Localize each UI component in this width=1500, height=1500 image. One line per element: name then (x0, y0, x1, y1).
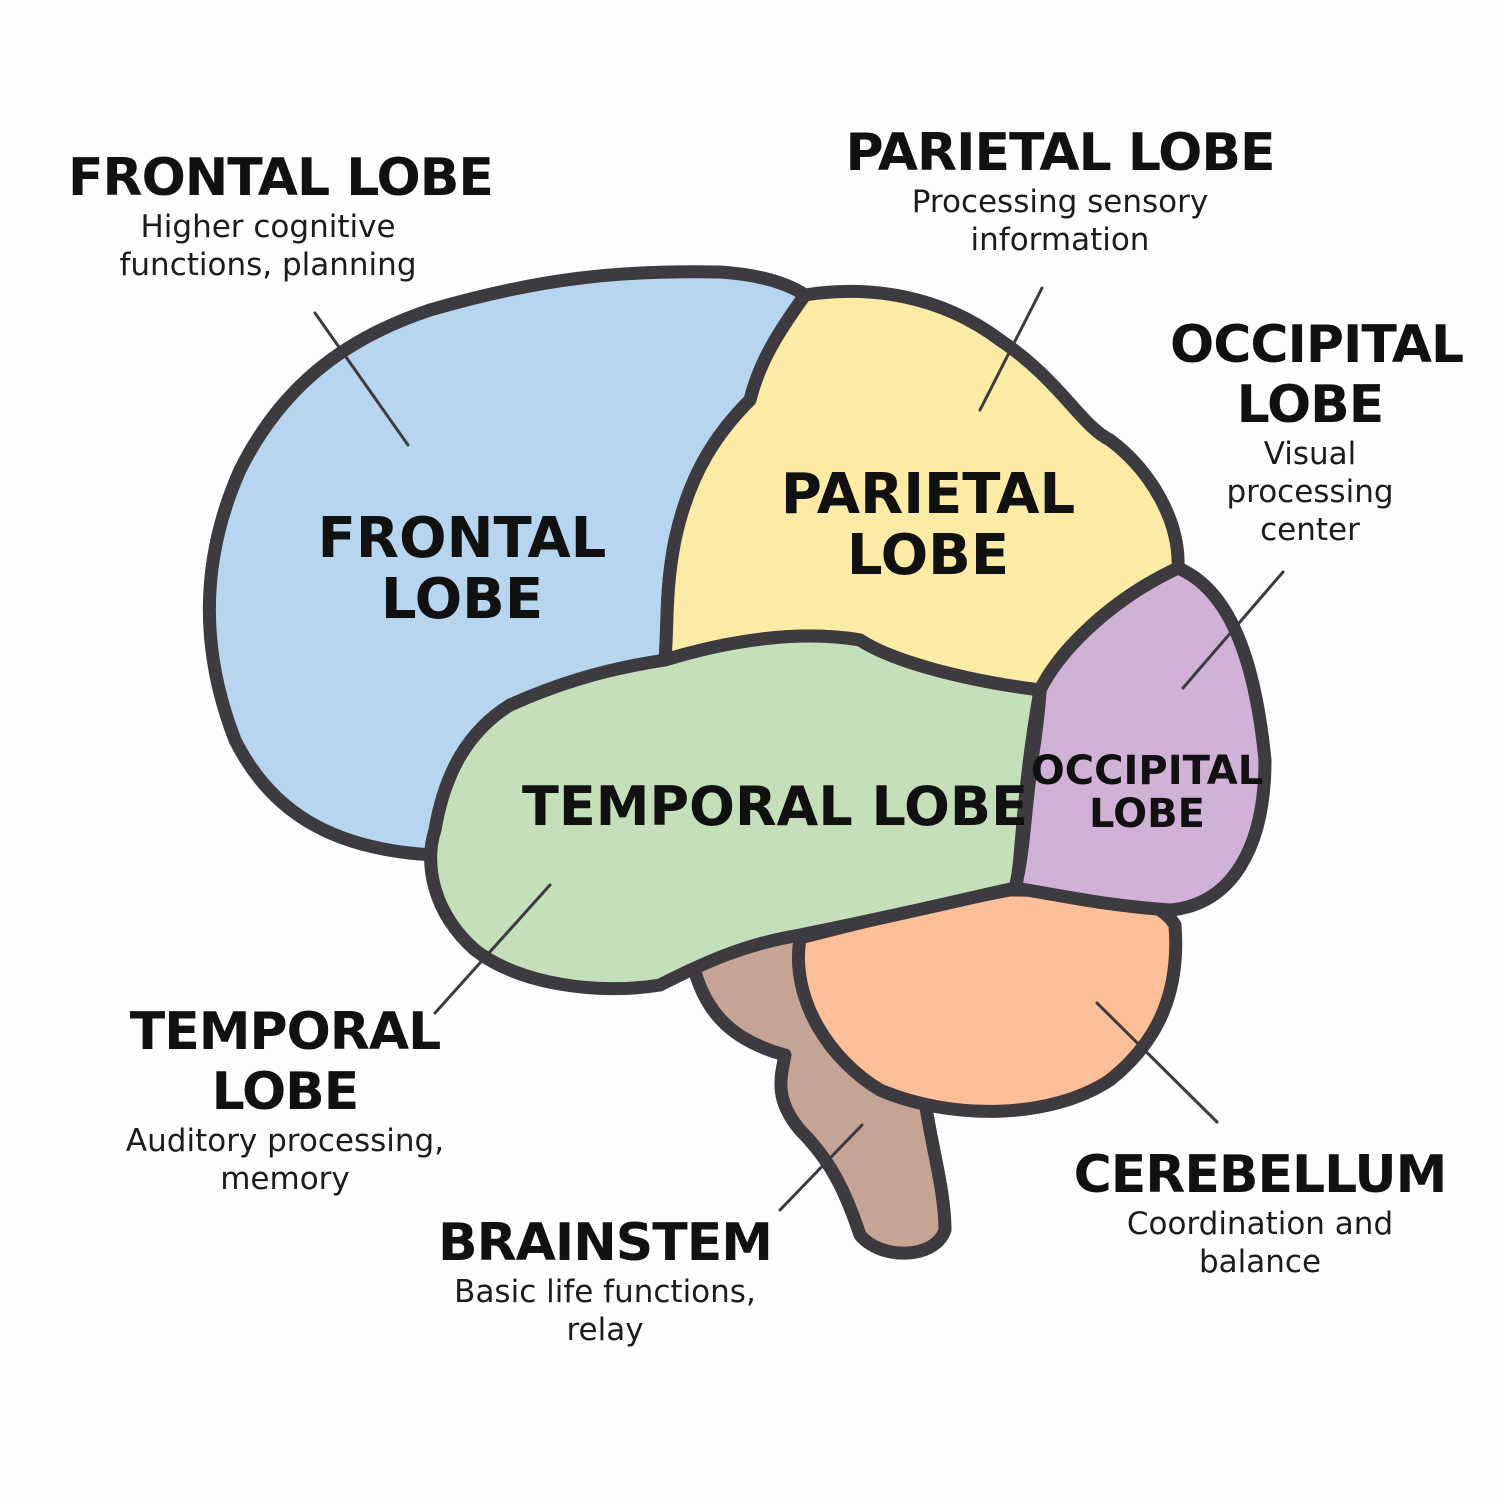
brainstem-callout-title: BRAINSTEM (438, 1213, 773, 1273)
temporal-callout-desc-line1: Auditory processing, (125, 1123, 445, 1159)
temporal-callout: TEMPORAL LOBE Auditory processing, memor… (90, 1002, 480, 1198)
brainstem-callout-desc-line1: Basic life functions, (454, 1274, 756, 1310)
cerebellum-leader-line (1095, 1001, 1219, 1124)
parietal-callout-desc-line2: information (970, 222, 1150, 258)
temporal-inner-label: TEMPORAL LOBE (522, 775, 1028, 838)
temporal-callout-title-line1: TEMPORAL (129, 1002, 441, 1062)
occipital-callout: OCCIPITAL LOBE Visual processing center (1170, 315, 1464, 549)
parietal-inner-label-line2: LOBE (847, 523, 1009, 588)
cerebellum-callout: CEREBELLUM Coordination and balance (1070, 1145, 1450, 1281)
occipital-inner-label-line1: OCCIPITAL (1031, 748, 1263, 794)
parietal-inner-label-line1: PARIETAL (781, 462, 1075, 527)
frontal-callout-desc-line1: Higher cognitive (140, 209, 396, 245)
occipital-callout-title-line2: LOBE (1236, 375, 1385, 435)
occipital-leader-line (1181, 570, 1285, 690)
frontal-callout: FRONTAL LOBE Higher cognitive functions,… (68, 148, 494, 284)
occipital-callout-title-line1: OCCIPITAL (1170, 315, 1464, 375)
parietal-callout: PARIETAL LOBE Processing sensory informa… (845, 123, 1275, 259)
cerebellum-callout-desc-line2: balance (1198, 1244, 1322, 1280)
occipital-callout-desc-line3: center (1260, 512, 1360, 548)
frontal-inner-label-line2: LOBE (381, 567, 543, 632)
brainstem-callout: BRAINSTEM Basic life functions, relay (420, 1213, 790, 1349)
temporal-callout-title-line2: LOBE (211, 1062, 360, 1122)
frontal-inner-label-line1: FRONTAL (318, 506, 607, 571)
brainstem-leader-line (778, 1123, 864, 1212)
cerebellum-callout-title: CEREBELLUM (1073, 1145, 1448, 1205)
cerebellum-callout-desc-line1: Coordination and (1126, 1206, 1394, 1242)
occipital-inner-label-line2: LOBE (1089, 791, 1205, 837)
temporal-callout-desc-line2: memory (220, 1161, 350, 1197)
occipital-callout-desc-line2: processing (1226, 474, 1394, 510)
frontal-callout-title: FRONTAL LOBE (68, 148, 494, 208)
frontal-callout-desc-line2: functions, planning (119, 247, 417, 283)
parietal-leader-line (978, 286, 1044, 412)
temporal-lobe-region (424, 629, 1047, 996)
parietal-callout-desc-line1: Processing sensory (911, 184, 1209, 220)
temporal-leader-line (433, 883, 552, 1015)
brainstem-callout-desc-line2: relay (566, 1312, 644, 1348)
frontal-leader-line (313, 311, 410, 447)
occipital-callout-desc-line1: Visual (1263, 436, 1357, 472)
parietal-callout-title: PARIETAL LOBE (845, 123, 1275, 183)
